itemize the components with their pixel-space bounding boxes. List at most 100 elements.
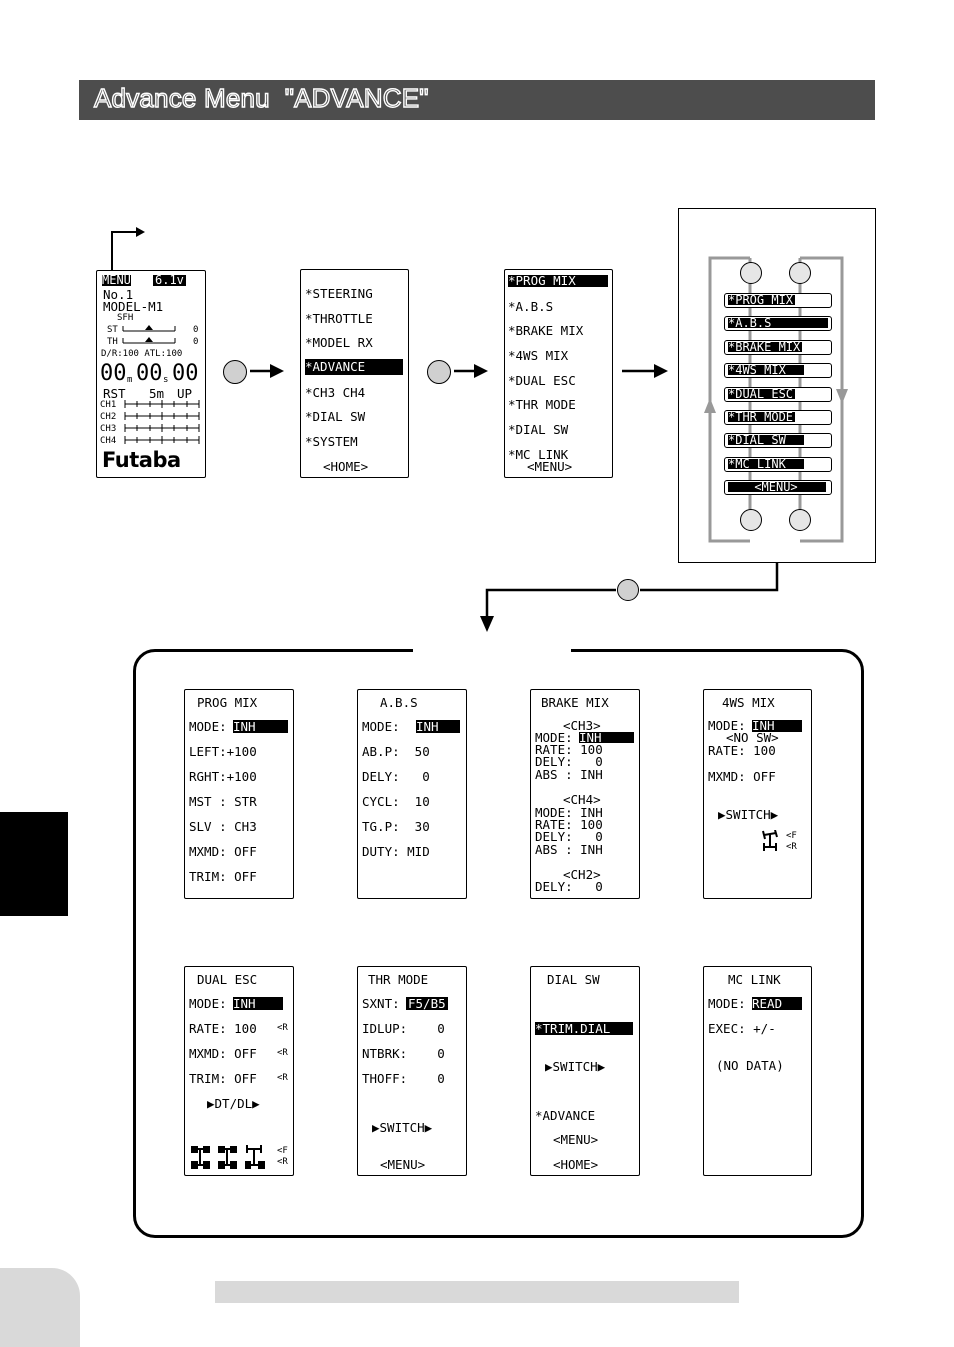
menu-item-system[interactable]: *SYSTEM: [305, 434, 358, 449]
mode-label: MODE:: [189, 996, 227, 1011]
duty-value[interactable]: DUTY: MID: [362, 844, 430, 859]
tgp-value[interactable]: TG.P: 30: [362, 819, 430, 834]
advance-item-dial-sw[interactable]: *DIAL SW: [508, 422, 569, 437]
mst-value[interactable]: MST : STR: [189, 794, 257, 809]
mxmd-value[interactable]: MXMD: OFF: [708, 769, 776, 784]
cursor-item-prog-mix[interactable]: *PROG MIX: [724, 293, 832, 308]
thoff-value[interactable]: THOFF: 0: [362, 1071, 445, 1086]
dely-value[interactable]: DELY: 0: [362, 769, 430, 784]
dely-value[interactable]: DELY: 0: [535, 829, 603, 844]
ch4-label: CH4: [100, 436, 117, 446]
voltage-readout: 6.1v: [153, 273, 186, 287]
enter-button-icon[interactable]: [617, 579, 639, 601]
cursor-panel: [678, 208, 876, 563]
rear-mark: <R: [277, 1023, 288, 1033]
rate-value[interactable]: RATE: 100: [189, 1021, 257, 1036]
cycl-value[interactable]: CYCL: 10: [362, 794, 430, 809]
dely-value[interactable]: DELY: 0: [535, 879, 603, 894]
up-label: UP: [177, 386, 193, 401]
mode-value[interactable]: INH: [233, 720, 288, 733]
advance-item-brake-mix[interactable]: *BRAKE MIX: [508, 323, 584, 338]
rate-value[interactable]: RATE: 100: [535, 817, 603, 832]
cursor-item-mc-link[interactable]: *MC LINK: [724, 457, 832, 472]
mode-value[interactable]: INH: [416, 720, 460, 733]
abs-value[interactable]: ABS : INH: [535, 842, 603, 857]
idlup-value[interactable]: IDLUP: 0: [362, 1021, 445, 1036]
timer-m-unit: m: [127, 375, 133, 385]
mode-value[interactable]: INH: [752, 719, 802, 732]
rst-label: RST: [103, 386, 126, 401]
enter-button-icon[interactable]: [427, 360, 451, 384]
advance-item-4ws-mix[interactable]: *4WS MIX: [508, 348, 569, 363]
menu-item-throttle[interactable]: *THROTTLE: [305, 311, 373, 326]
trim-value[interactable]: TRIM: OFF: [189, 1071, 257, 1086]
menu-item-home[interactable]: <HOME>: [323, 459, 369, 474]
cursor-item-menu[interactable]: <MENU>: [724, 480, 832, 495]
advance-item-prog-mix[interactable]: *PROG MIX: [508, 274, 608, 287]
menu-item-ch3-ch4[interactable]: *CH3 CH4: [305, 385, 366, 400]
up-button-icon[interactable]: [740, 509, 762, 531]
menu-item-model-rx[interactable]: *MODEL RX: [305, 335, 373, 350]
cursor-item-thr-mode[interactable]: *THR MODE: [724, 410, 832, 425]
rate-value[interactable]: RATE: 100: [708, 743, 776, 758]
switch-link[interactable]: ▶SWITCH▶: [545, 1059, 606, 1074]
mxmd-value[interactable]: MXMD: OFF: [189, 1046, 257, 1061]
rear-mark: <R: [277, 1157, 288, 1167]
up-button-icon[interactable]: [740, 262, 762, 284]
rght-value[interactable]: RGHT:+100: [189, 769, 257, 784]
advance-link[interactable]: *ADVANCE: [535, 1108, 596, 1123]
exec-value[interactable]: EXEC: +/-: [708, 1021, 776, 1036]
menu-screen: *STEERING *THROTTLE *MODEL RX *ADVANCE *…: [300, 269, 409, 478]
advance-item-abs[interactable]: *A.B.S: [508, 299, 554, 314]
mxmd-value[interactable]: MXMD: OFF: [189, 844, 257, 859]
footer-bar: [215, 1281, 739, 1303]
dr-atl-readout: D/R:100 ATL:100: [101, 349, 183, 359]
title-bar: [79, 80, 875, 120]
cursor-item-4ws-mix[interactable]: *4WS MIX: [724, 363, 832, 378]
mc-link-screen: MC LINK MODE: READ EXEC: +/- (NO DATA): [703, 966, 812, 1176]
drive-mode-icons: [191, 1145, 265, 1169]
mode-value[interactable]: READ: [752, 997, 802, 1010]
ntbrk-value[interactable]: NTBRK: 0: [362, 1046, 445, 1061]
menu-link[interactable]: <MENU>: [553, 1132, 599, 1147]
left-value[interactable]: LEFT:+100: [189, 744, 257, 759]
advance-item-thr-mode[interactable]: *THR MODE: [508, 397, 576, 412]
menu-item-steering[interactable]: *STEERING: [305, 286, 373, 301]
cursor-item-dial-sw[interactable]: *DIAL SW: [724, 433, 832, 448]
switch-link[interactable]: ▶SWITCH▶: [372, 1120, 433, 1135]
sxnt-value[interactable]: F5/B5: [406, 996, 448, 1011]
enter-button-icon[interactable]: [223, 360, 247, 384]
advance-item-dual-esc[interactable]: *DUAL ESC: [508, 373, 576, 388]
advance-item-mc-link[interactable]: *MC LINK: [508, 447, 569, 462]
cursor-item-abs[interactable]: *A.B.S: [724, 316, 832, 331]
mode-label: MODE:: [535, 730, 573, 745]
down-button-icon[interactable]: [789, 262, 811, 284]
dely-value[interactable]: DELY: 0: [535, 754, 603, 769]
sxnt-label: SXNT:: [362, 996, 400, 1011]
trim-value[interactable]: TRIM: OFF: [189, 869, 257, 884]
dt-dl-link[interactable]: ▶DT/DL▶: [207, 1096, 260, 1111]
front-mark: <F: [786, 831, 797, 841]
cursor-item-label: *MC LINK: [728, 458, 804, 470]
cursor-item-brake-mix[interactable]: *BRAKE MIX: [724, 340, 832, 355]
no-sw-label: <NO SW>: [726, 730, 779, 745]
cursor-item-dual-esc[interactable]: *DUAL ESC: [724, 387, 832, 402]
trim-dial-item[interactable]: *TRIM.DIAL: [535, 1022, 633, 1035]
menu-link[interactable]: <MENU>: [380, 1157, 426, 1172]
abs-value[interactable]: ABS : INH: [535, 767, 603, 782]
abp-value[interactable]: AB.P: 50: [362, 744, 430, 759]
menu-item-dial-sw[interactable]: *DIAL SW: [305, 409, 366, 424]
switch-link[interactable]: ▶SWITCH▶: [718, 807, 779, 822]
mode-label: MODE:: [189, 719, 227, 734]
rate-value[interactable]: RATE: 100: [535, 742, 603, 757]
home-screen: MENU 6.1v No.1 MODEL-M1 SFH ST 0 TH 0 D/…: [96, 270, 206, 478]
mode-value[interactable]: MODE: INH: [535, 805, 603, 820]
mode-value[interactable]: INH: [233, 997, 283, 1010]
slv-value[interactable]: SLV : CH3: [189, 819, 257, 834]
down-button-icon[interactable]: [789, 509, 811, 531]
mode-value[interactable]: INH: [579, 731, 634, 744]
abs-screen: A.B.S MODE: INH AB.P: 50 DELY: 0 CYCL: 1…: [357, 689, 467, 899]
home-link[interactable]: <HOME>: [553, 1157, 599, 1172]
menu-item-advance[interactable]: *ADVANCE: [305, 359, 403, 375]
advance-item-menu[interactable]: <MENU>: [527, 459, 573, 474]
